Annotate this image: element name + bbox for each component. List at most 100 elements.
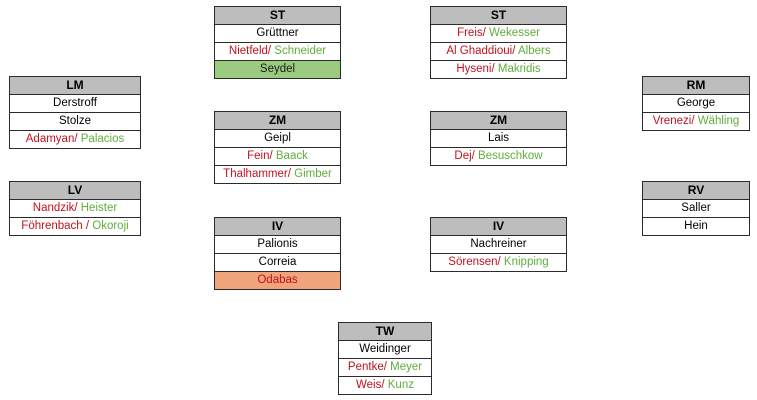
player-row: Vrenezi/ Wähling — [643, 112, 749, 130]
player-row: Nandzik/ Heister — [10, 200, 140, 217]
player-row-highlighted: Seydel — [215, 60, 340, 78]
player-name: Stolze — [59, 115, 91, 127]
player-row: Hyseni/ Makridis — [431, 60, 566, 78]
position-box-iv-left: IV Palionis Correia Odabas — [214, 217, 341, 290]
player-option-b: Besuschkow — [478, 150, 543, 162]
player-name: George — [676, 97, 716, 109]
position-title: LM — [10, 77, 140, 95]
player-row: Palionis — [215, 236, 340, 253]
player-row: Weis/ Kunz — [339, 376, 431, 394]
player-option-b: Heister — [80, 202, 118, 214]
player-option-a: Thalhammer — [223, 168, 288, 180]
player-name: Seydel — [259, 63, 296, 75]
player-option-a: Föhrenbach — [21, 220, 83, 232]
player-name: Hein — [684, 220, 708, 232]
player-option-a: Vrenezi — [652, 115, 692, 127]
player-name: Derstroff — [53, 97, 97, 109]
player-option-b: Kunz — [387, 379, 414, 391]
player-option-a: Fein — [247, 150, 270, 162]
position-title: RV — [643, 182, 749, 200]
player-row: Dej/ Besuschkow — [431, 147, 566, 165]
position-box-tw: TW Weidinger Pentke/ Meyer Weis/ Kunz — [338, 322, 432, 395]
player-name: Weidinger — [359, 343, 411, 355]
position-title: ST — [431, 7, 566, 25]
player-row: Hein — [643, 217, 749, 235]
position-box-lm: LM Derstroff Stolze Adamyan/ Palacios — [9, 76, 141, 149]
separator: / — [512, 45, 518, 57]
player-option-b: Wekesser — [489, 27, 540, 39]
separator: / — [74, 202, 81, 214]
player-option-b: Gimber — [294, 168, 332, 180]
player-option-a: Weis — [356, 379, 382, 391]
position-box-st-right: ST Freis/ Wekesser Al Ghaddioui/ Albers … — [430, 6, 567, 79]
player-row: Fein/ Baack — [215, 147, 340, 165]
player-row: Correia — [215, 253, 340, 271]
player-name: Grüttner — [256, 27, 299, 39]
player-option-b: Baack — [275, 150, 308, 162]
player-row: Föhrenbach / Okoroji — [10, 217, 140, 235]
player-option-a: Adamyan — [25, 133, 75, 145]
position-box-zm-left: ZM Geipl Fein/ Baack Thalhammer/ Gimber — [214, 111, 341, 184]
separator: / — [691, 115, 698, 127]
player-name: Lais — [487, 132, 510, 144]
player-option-b: Palacios — [80, 133, 125, 145]
position-box-iv-right: IV Nachreiner Sörensen/ Knipping — [430, 217, 567, 272]
player-row: Freis/ Wekesser — [431, 25, 566, 42]
player-row: Weidinger — [339, 341, 431, 358]
player-option-a: Hyseni — [456, 63, 492, 75]
player-name: Geipl — [264, 132, 291, 144]
player-option-a: Nietfeld — [228, 45, 268, 57]
player-option-b: Albers — [518, 45, 551, 57]
player-row: Grüttner — [215, 25, 340, 42]
player-option-a: Al Ghaddioui — [446, 45, 513, 57]
player-option-a: Sörensen — [448, 256, 498, 268]
position-title: IV — [215, 218, 340, 236]
position-title: RM — [643, 77, 749, 95]
position-box-lv: LV Nandzik/ Heister Föhrenbach / Okoroji — [9, 181, 141, 236]
player-option-b: Okoroji — [92, 220, 129, 232]
player-option-a: Freis — [457, 27, 483, 39]
player-option-b: Wähling — [697, 115, 740, 127]
separator: / — [267, 45, 275, 57]
separator: / — [471, 150, 479, 162]
player-name: Palionis — [257, 238, 298, 250]
player-row: Lais — [431, 130, 566, 147]
position-title: ZM — [215, 112, 340, 130]
separator: / — [482, 27, 490, 39]
separator: / — [383, 361, 391, 373]
player-option-b: Schneider — [274, 45, 327, 57]
separator: / — [497, 256, 504, 268]
position-box-rv: RV Saller Hein — [642, 181, 750, 236]
position-title: IV — [431, 218, 566, 236]
position-title: LV — [10, 182, 140, 200]
player-option-a: Pentke — [347, 361, 384, 373]
separator: / — [82, 220, 93, 232]
player-name: Correia — [258, 256, 297, 268]
player-row: Adamyan/ Palacios — [10, 130, 140, 148]
separator: / — [381, 379, 388, 391]
player-row: Thalhammer/ Gimber — [215, 165, 340, 183]
separator: / — [287, 168, 295, 180]
player-row: Al Ghaddioui/ Albers — [431, 42, 566, 60]
position-title: ZM — [431, 112, 566, 130]
player-row: George — [643, 95, 749, 112]
separator: / — [491, 63, 498, 75]
player-option-b: Makridis — [497, 63, 541, 75]
player-option-b: Knipping — [503, 256, 549, 268]
player-name: Odabas — [257, 274, 298, 286]
player-option-a: Dej — [454, 150, 472, 162]
position-box-st-left: ST Grüttner Nietfeld/ Schneider Seydel — [214, 6, 341, 79]
separator: / — [74, 133, 81, 145]
player-name: Nachreiner — [470, 238, 527, 250]
player-name: Saller — [681, 202, 711, 214]
player-option-b: Meyer — [390, 361, 423, 373]
position-box-zm-right: ZM Lais Dej/ Besuschkow — [430, 111, 567, 166]
player-row: Derstroff — [10, 95, 140, 112]
player-row: Saller — [643, 200, 749, 217]
player-row: Stolze — [10, 112, 140, 130]
player-row-highlighted: Odabas — [215, 271, 340, 289]
player-row: Geipl — [215, 130, 340, 147]
position-box-rm: RM George Vrenezi/ Wähling — [642, 76, 750, 131]
position-title: TW — [339, 323, 431, 341]
